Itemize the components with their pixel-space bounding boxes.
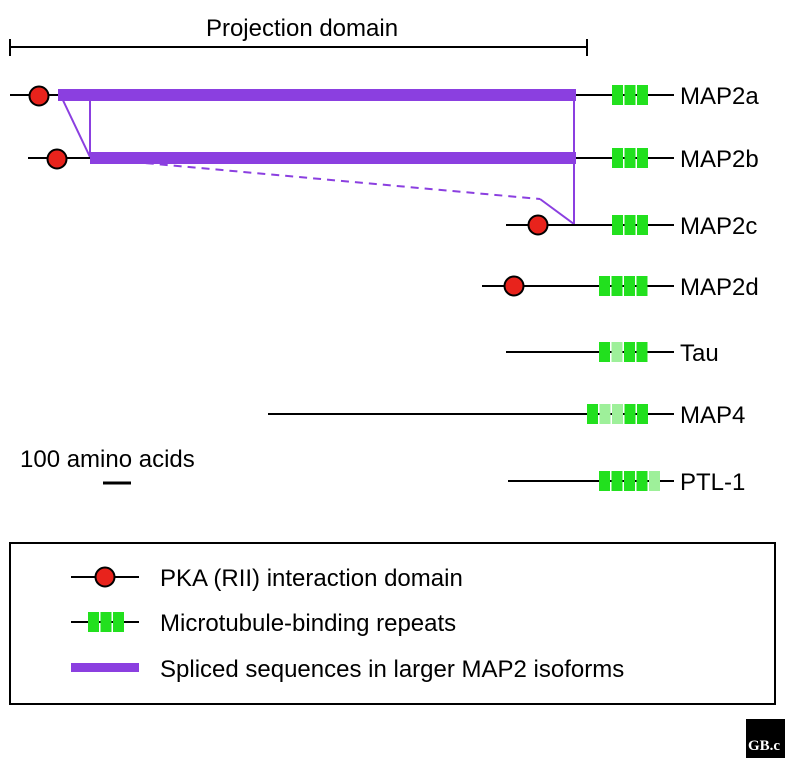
repeats-icon: [88, 612, 124, 632]
spliced-segment: [90, 152, 576, 164]
repeat-block: [637, 148, 648, 168]
protein-row-tau: Tau: [506, 340, 719, 367]
protein-label: MAP4: [680, 402, 745, 429]
repeat-block: [636, 342, 648, 362]
legend-label: PKA (RII) interaction domain: [160, 565, 463, 592]
protein-row-map2a: MAP2a: [10, 83, 759, 110]
legend-item-pka: PKA (RII) interaction domain: [71, 565, 463, 592]
projection-domain-label: Projection domain: [206, 15, 398, 42]
repeat-block: [637, 85, 648, 105]
pka-domain: [503, 275, 525, 297]
repeat-block: [624, 85, 636, 105]
spliced-bar-icon: [71, 663, 139, 672]
protein-row-map4: MAP4: [268, 402, 745, 429]
protein-label: MAP2b: [680, 146, 759, 173]
spliced-segment: [58, 89, 576, 101]
legend-label: Spliced sequences in larger MAP2 isoform…: [160, 656, 624, 683]
projection-domain-bracket: Projection domain: [9, 15, 588, 56]
scale-bar: 100 amino acids: [20, 446, 195, 485]
repeat-block: [611, 471, 623, 491]
repeat-block: [637, 215, 648, 235]
repeat-block: [612, 148, 623, 168]
legend-box: [9, 542, 776, 705]
protein-label: MAP2d: [680, 274, 759, 301]
legend-item-spliced: Spliced sequences in larger MAP2 isoform…: [71, 656, 624, 683]
repeat-block: [599, 276, 610, 296]
repeat-block: [624, 215, 636, 235]
repeat-block: [611, 276, 623, 296]
repeat-block: [611, 342, 623, 362]
legend-item-repeats: Microtubule-binding repeats: [71, 610, 456, 637]
repeat-block: [113, 612, 124, 632]
protein-row-map2c: MAP2c: [506, 213, 757, 240]
pka-circle-icon: [94, 566, 116, 588]
protein-rows: MAP2a MAP2b MAP2c MAP2d Tau: [10, 83, 759, 496]
repeat-block: [649, 471, 660, 491]
pka-domain: [527, 214, 549, 236]
repeat-block: [88, 612, 99, 632]
legend-label: Microtubule-binding repeats: [160, 610, 456, 637]
repeat-block: [587, 404, 598, 424]
protein-label: MAP2a: [680, 83, 759, 110]
repeat-block: [624, 342, 635, 362]
repeat-block: [599, 342, 610, 362]
publisher-logo: GB.c: [746, 719, 785, 758]
protein-label: MAP2c: [680, 213, 757, 240]
repeat-block: [637, 404, 648, 424]
repeat-block: [612, 215, 623, 235]
repeat-block: [612, 85, 623, 105]
repeat-block: [636, 471, 648, 491]
legend: PKA (RII) interaction domain Microtubule…: [9, 542, 776, 705]
repeat-block: [636, 276, 648, 296]
protein-row-ptl1: PTL-1: [508, 469, 745, 496]
repeat-block: [599, 404, 611, 424]
repeat-block: [624, 471, 635, 491]
repeat-block: [612, 404, 623, 424]
pka-domain: [46, 148, 68, 170]
repeat-block: [624, 404, 636, 424]
repeat-block: [100, 612, 112, 632]
repeat-block: [599, 471, 610, 491]
protein-label: Tau: [680, 340, 719, 367]
protein-label: PTL-1: [680, 469, 745, 496]
scale-label: 100 amino acids: [20, 446, 195, 473]
pka-domain: [28, 85, 50, 107]
protein-row-map2b: MAP2b: [28, 146, 759, 173]
repeat-block: [624, 148, 636, 168]
repeat-block: [624, 276, 635, 296]
protein-row-map2d: MAP2d: [482, 274, 759, 301]
